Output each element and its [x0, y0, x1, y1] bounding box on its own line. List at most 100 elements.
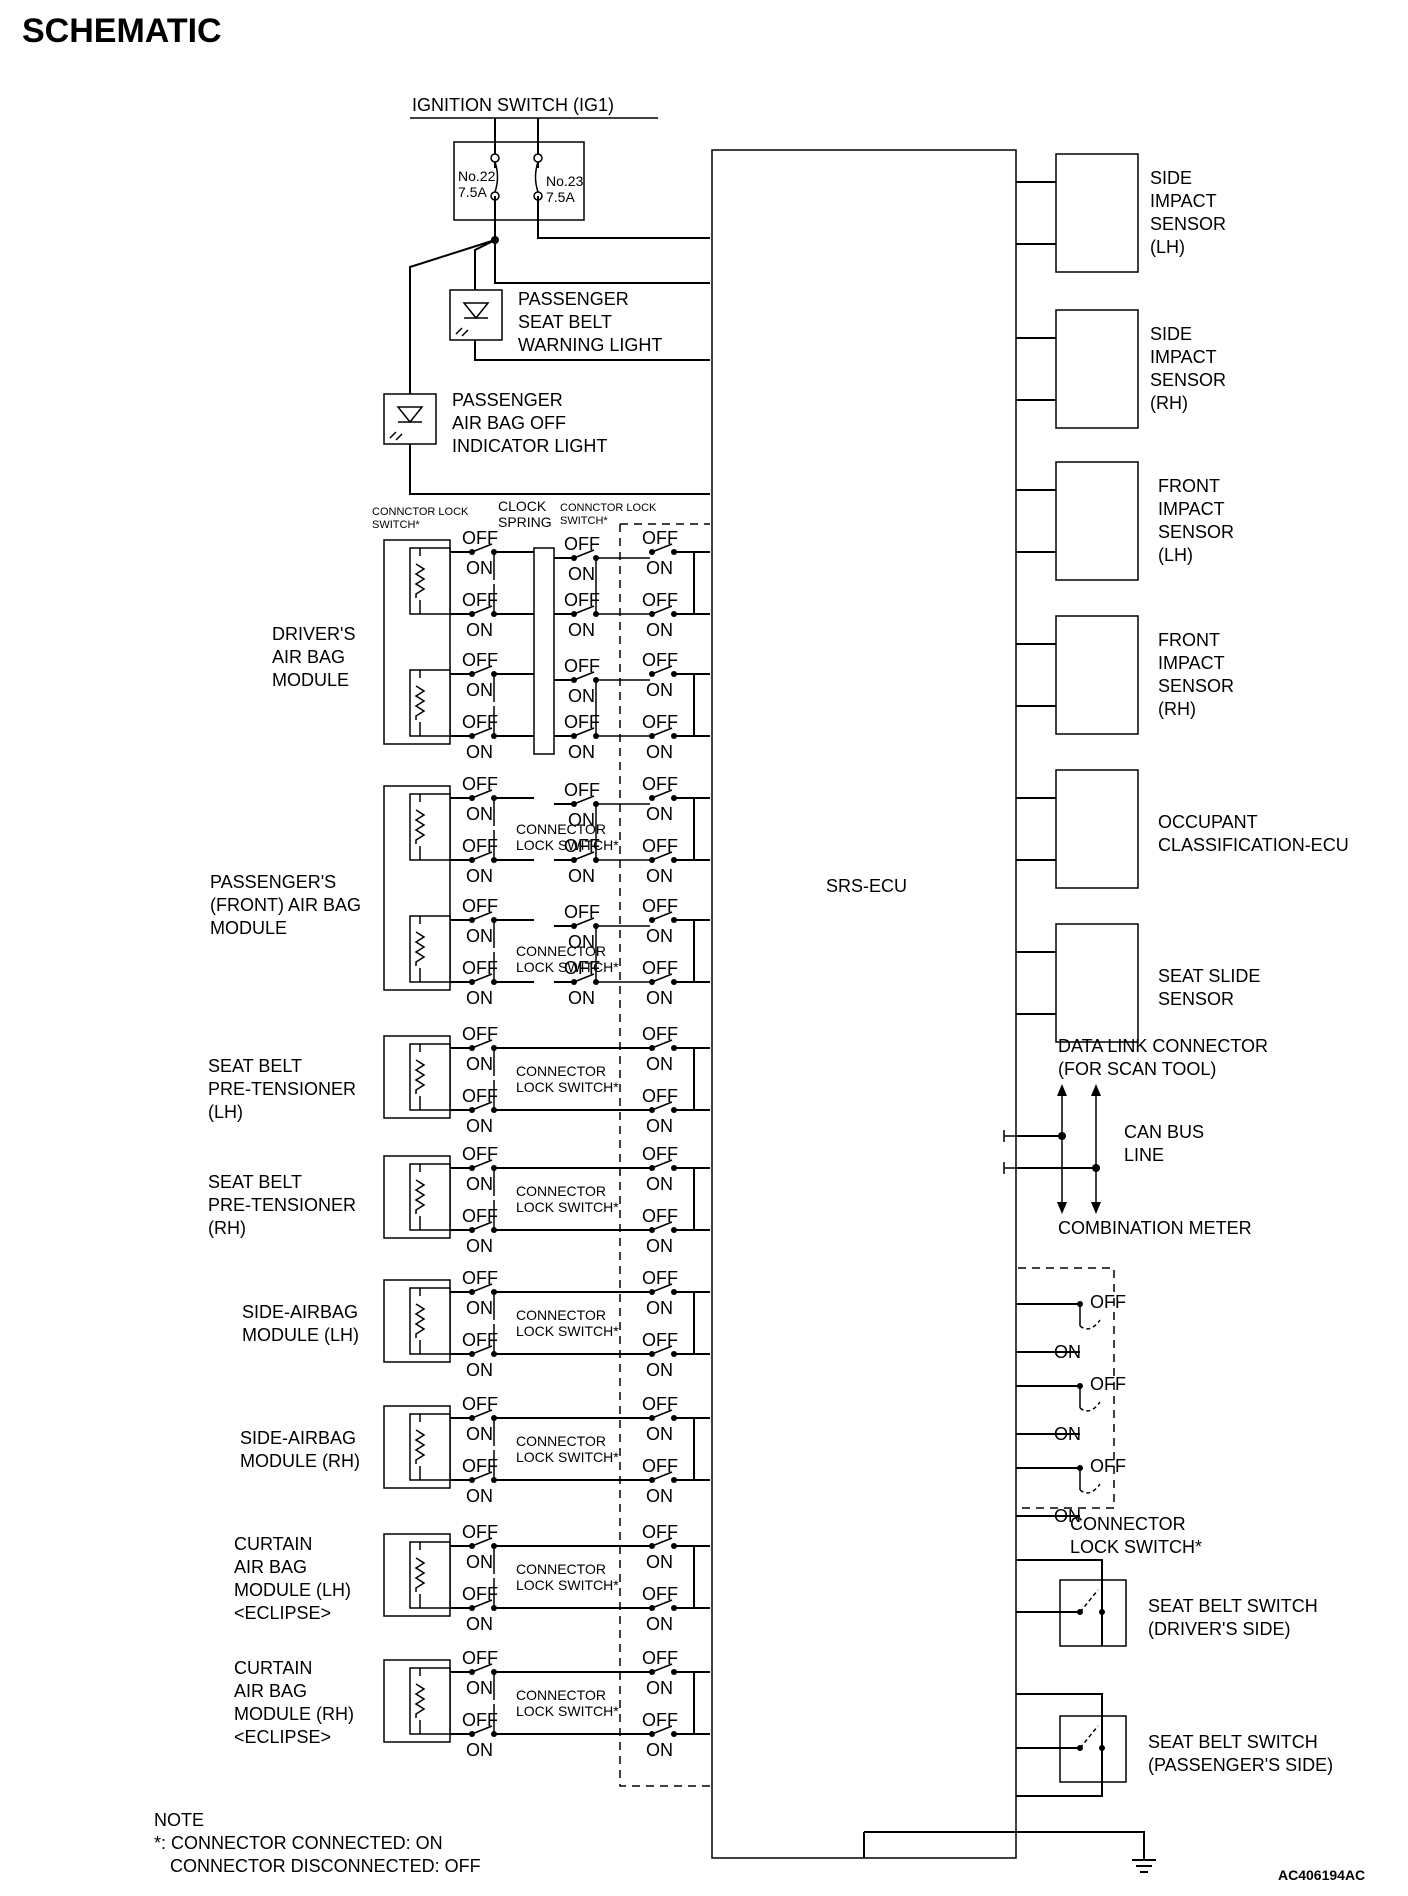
module-3: SEAT BELTPRE-TENSIONER(RH)OFFONOFFONCONN…: [208, 1144, 710, 1256]
module-7-label-line2: MODULE (RH): [234, 1704, 354, 1724]
switch-off-label-1-12: OFF: [564, 902, 600, 922]
switch-on-label-1-23: ON: [646, 988, 673, 1008]
switch-on-label-3-20: ON: [646, 1174, 673, 1194]
switch-on-label-0-1: ON: [466, 620, 493, 640]
module-1-label-line0: PASSENGER'S: [210, 872, 336, 892]
page-title: SCHEMATIC: [22, 12, 222, 50]
data-link-line1: DATA LINK CONNECTOR: [1058, 1036, 1268, 1056]
lock-switch-right-line2: SWITCH*: [560, 515, 608, 527]
module-1-lock-0-line2: LOCK SWITCH*: [516, 837, 619, 853]
switch-off-label-3-20: OFF: [642, 1144, 678, 1164]
module-6-label-line1: AIR BAG: [234, 1557, 307, 1577]
sensor-0-line0: SIDE: [1150, 168, 1192, 188]
switch-off-label-0-1: OFF: [462, 590, 498, 610]
switch-on-label-1-1: ON: [466, 866, 493, 886]
sensor-0-line3: (LH): [1150, 237, 1185, 257]
right-lock-switch-0-on: ON: [1054, 1342, 1081, 1362]
combination-meter-label: COMBINATION METER: [1058, 1218, 1252, 1238]
right-lock-switch-1-off: OFF: [1090, 1374, 1126, 1394]
switch-off-label-1-11: OFF: [564, 836, 600, 856]
seatbelt-light-line1: PASSENGER: [518, 289, 629, 309]
switch-off-label-1-3: OFF: [462, 958, 498, 978]
switch-on-label-6-20: ON: [646, 1552, 673, 1572]
switch-off-label-1-23: OFF: [642, 958, 678, 978]
ignition-switch: IGNITION SWITCH (IG1) No.22 7.5A No.23 7…: [409, 95, 710, 495]
switch-on-label-4-0: ON: [466, 1298, 493, 1318]
switch-on-label-7-20: ON: [646, 1678, 673, 1698]
seatbelt-light-line2: SEAT BELT: [518, 312, 612, 332]
switch-on-label-0-0: ON: [466, 558, 493, 578]
module-2-lock-line2: LOCK SWITCH*: [516, 1079, 619, 1095]
switch-on-label-0-20: ON: [646, 558, 673, 578]
module-4-lock-line1: CONNECTOR: [516, 1307, 606, 1323]
module-0-label-line1: AIR BAG: [272, 647, 345, 667]
switch-on-label-1-12: ON: [568, 932, 595, 952]
sensor-0-line1: IMPACT: [1150, 191, 1217, 211]
fuse23-rating: 7.5A: [546, 189, 575, 205]
seatbelt-switch-driver-line1: SEAT BELT SWITCH: [1148, 1596, 1318, 1616]
module-1-lock-1-line2: LOCK SWITCH*: [516, 959, 619, 975]
sensor-1-line3: (RH): [1150, 393, 1188, 413]
module-7-label-line1: AIR BAG: [234, 1681, 307, 1701]
module-1-label-line2: MODULE: [210, 918, 287, 938]
switch-off-label-1-0: OFF: [462, 774, 498, 794]
switch-off-label-3-0: OFF: [462, 1144, 498, 1164]
switch-off-label-7-0: OFF: [462, 1648, 498, 1668]
sensor-2-line1: IMPACT: [1158, 499, 1225, 519]
ignition-label: IGNITION SWITCH (IG1): [412, 95, 614, 115]
seat-belt-switch-driver: SEAT BELT SWITCH (DRIVER'S SIDE): [1016, 1559, 1318, 1647]
switch-on-label-5-0: ON: [466, 1424, 493, 1444]
switch-off-label-5-21: OFF: [642, 1456, 678, 1476]
switch-on-label-6-1: ON: [466, 1614, 493, 1634]
switch-off-label-0-2: OFF: [462, 650, 498, 670]
module-3-lock-line2: LOCK SWITCH*: [516, 1199, 619, 1215]
module-2-label-line2: (LH): [208, 1102, 243, 1122]
sensor-2-line3: (LH): [1158, 545, 1193, 565]
module-3-label-line0: SEAT BELT: [208, 1172, 302, 1192]
seatbelt-switch-passenger-line1: SEAT BELT SWITCH: [1148, 1732, 1318, 1752]
switch-off-label-4-0: OFF: [462, 1268, 498, 1288]
fuse22-number: No.22: [458, 168, 496, 184]
airbag-light-line1: PASSENGER: [452, 390, 563, 410]
switch-off-label-5-0: OFF: [462, 1394, 498, 1414]
switch-off-label-3-21: OFF: [642, 1206, 678, 1226]
switch-on-label-5-1: ON: [466, 1486, 493, 1506]
sensor-4-line0: OCCUPANT: [1158, 812, 1258, 832]
clock-spring: [533, 547, 555, 755]
srs-ecu-box: [711, 149, 1017, 1859]
right-lock-switch-1-on: ON: [1054, 1424, 1081, 1444]
switch-off-label-0-11: OFF: [564, 590, 600, 610]
switch-on-label-2-0: ON: [466, 1054, 493, 1074]
switch-off-label-1-2: OFF: [462, 896, 498, 916]
right-lock-switch-2-on: ON: [1054, 1506, 1081, 1526]
module-6-lock-line2: LOCK SWITCH*: [516, 1577, 619, 1593]
lock-switch-left-line1: CONNCTOR LOCK: [372, 506, 469, 518]
lock-switch-right-line1: CONNCTOR LOCK: [560, 502, 657, 514]
switch-off-label-4-21: OFF: [642, 1330, 678, 1350]
module-5-label-line1: MODULE (RH): [240, 1451, 360, 1471]
switch-off-label-6-20: OFF: [642, 1522, 678, 1542]
module-7-label-line0: CURTAIN: [234, 1658, 312, 1678]
switch-on-label-5-20: ON: [646, 1424, 673, 1444]
switch-off-label-6-1: OFF: [462, 1584, 498, 1604]
switch-off-label-0-22: OFF: [642, 650, 678, 670]
switch-off-label-1-20: OFF: [642, 774, 678, 794]
switch-off-label-7-20: OFF: [642, 1648, 678, 1668]
switch-on-label-3-21: ON: [646, 1236, 673, 1256]
switch-on-label-7-1: ON: [466, 1740, 493, 1760]
right-lock-switch-line2: LOCK SWITCH*: [1070, 1537, 1202, 1557]
data-link-connector: DATA LINK CONNECTOR (FOR SCAN TOOL) CAN …: [1003, 1036, 1268, 1238]
switch-on-label-2-21: ON: [646, 1116, 673, 1136]
switch-off-label-6-21: OFF: [642, 1584, 678, 1604]
switch-on-label-6-21: ON: [646, 1614, 673, 1634]
data-link-line2: (FOR SCAN TOOL): [1058, 1059, 1216, 1079]
switch-off-label-1-1: OFF: [462, 836, 498, 856]
clock-spring-line1: CLOCK: [498, 498, 547, 514]
module-3-lock-line1: CONNECTOR: [516, 1183, 606, 1199]
switch-on-label-1-11: ON: [568, 866, 595, 886]
switch-on-label-6-0: ON: [466, 1552, 493, 1572]
